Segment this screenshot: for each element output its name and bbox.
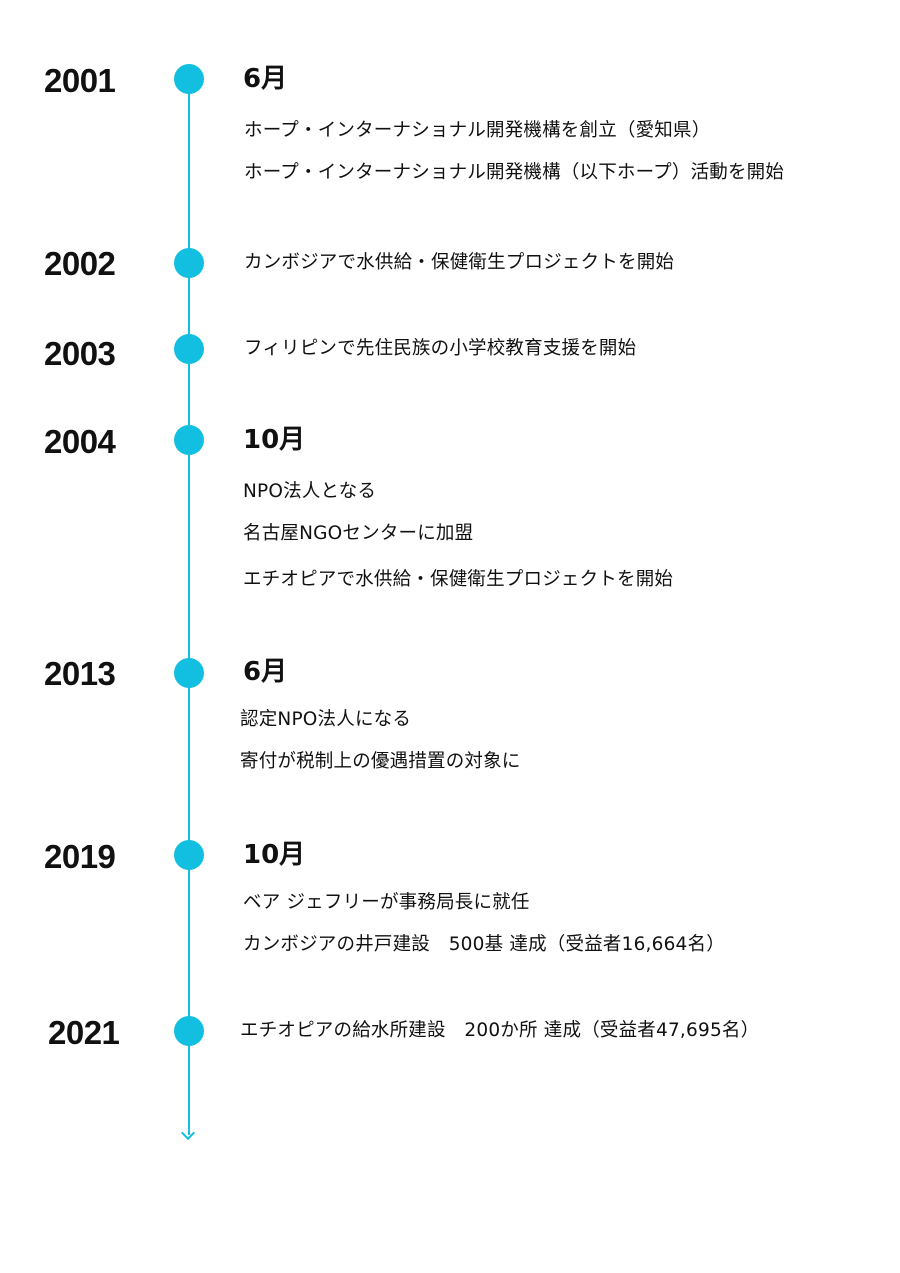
event-text: 名古屋NGOセンターに加盟	[243, 523, 474, 544]
month-label: 6月	[243, 64, 288, 94]
month-label: 10月	[243, 840, 306, 870]
event-text: フィリピンで先住民族の小学校教育支援を開始	[244, 338, 637, 359]
timeline-dot-icon	[174, 425, 204, 455]
timeline-dot-icon	[174, 658, 204, 688]
timeline-line	[188, 79, 190, 1135]
event-text: 寄付が税制上の優遇措置の対象に	[240, 751, 521, 772]
event-text: NPO法人となる	[243, 481, 377, 502]
year-label: 2021	[48, 1014, 120, 1051]
event-text: ベア ジェフリーが事務局長に就任	[243, 892, 530, 913]
year-label: 2019	[44, 838, 116, 875]
event-text: ホープ・インターナショナル開発機構を創立（愛知県）	[244, 120, 711, 141]
year-label: 2003	[44, 335, 116, 372]
event-text: カンボジアで水供給・保健衛生プロジェクトを開始	[244, 252, 675, 273]
event-text: カンボジアの井戸建設 500基 達成（受益者16,664名）	[243, 934, 725, 955]
timeline-dot-icon	[174, 1016, 204, 1046]
month-label: 6月	[243, 657, 288, 687]
month-label: 10月	[243, 425, 306, 455]
event-text: ホープ・インターナショナル開発機構（以下ホープ）活動を開始	[244, 162, 785, 183]
event-text: エチオピアの給水所建設 200か所 達成（受益者47,695名）	[240, 1020, 760, 1041]
timeline-dot-icon	[174, 64, 204, 94]
year-label: 2001	[44, 62, 116, 99]
timeline-dot-icon	[174, 840, 204, 870]
arrow-down-icon	[180, 1125, 196, 1141]
timeline-dot-icon	[174, 248, 204, 278]
year-label: 2013	[44, 655, 116, 692]
event-text: 認定NPO法人になる	[240, 709, 412, 730]
event-text: エチオピアで水供給・保健衛生プロジェクトを開始	[243, 569, 674, 590]
timeline-dot-icon	[174, 334, 204, 364]
year-label: 2002	[44, 245, 116, 282]
year-label: 2004	[44, 423, 116, 460]
